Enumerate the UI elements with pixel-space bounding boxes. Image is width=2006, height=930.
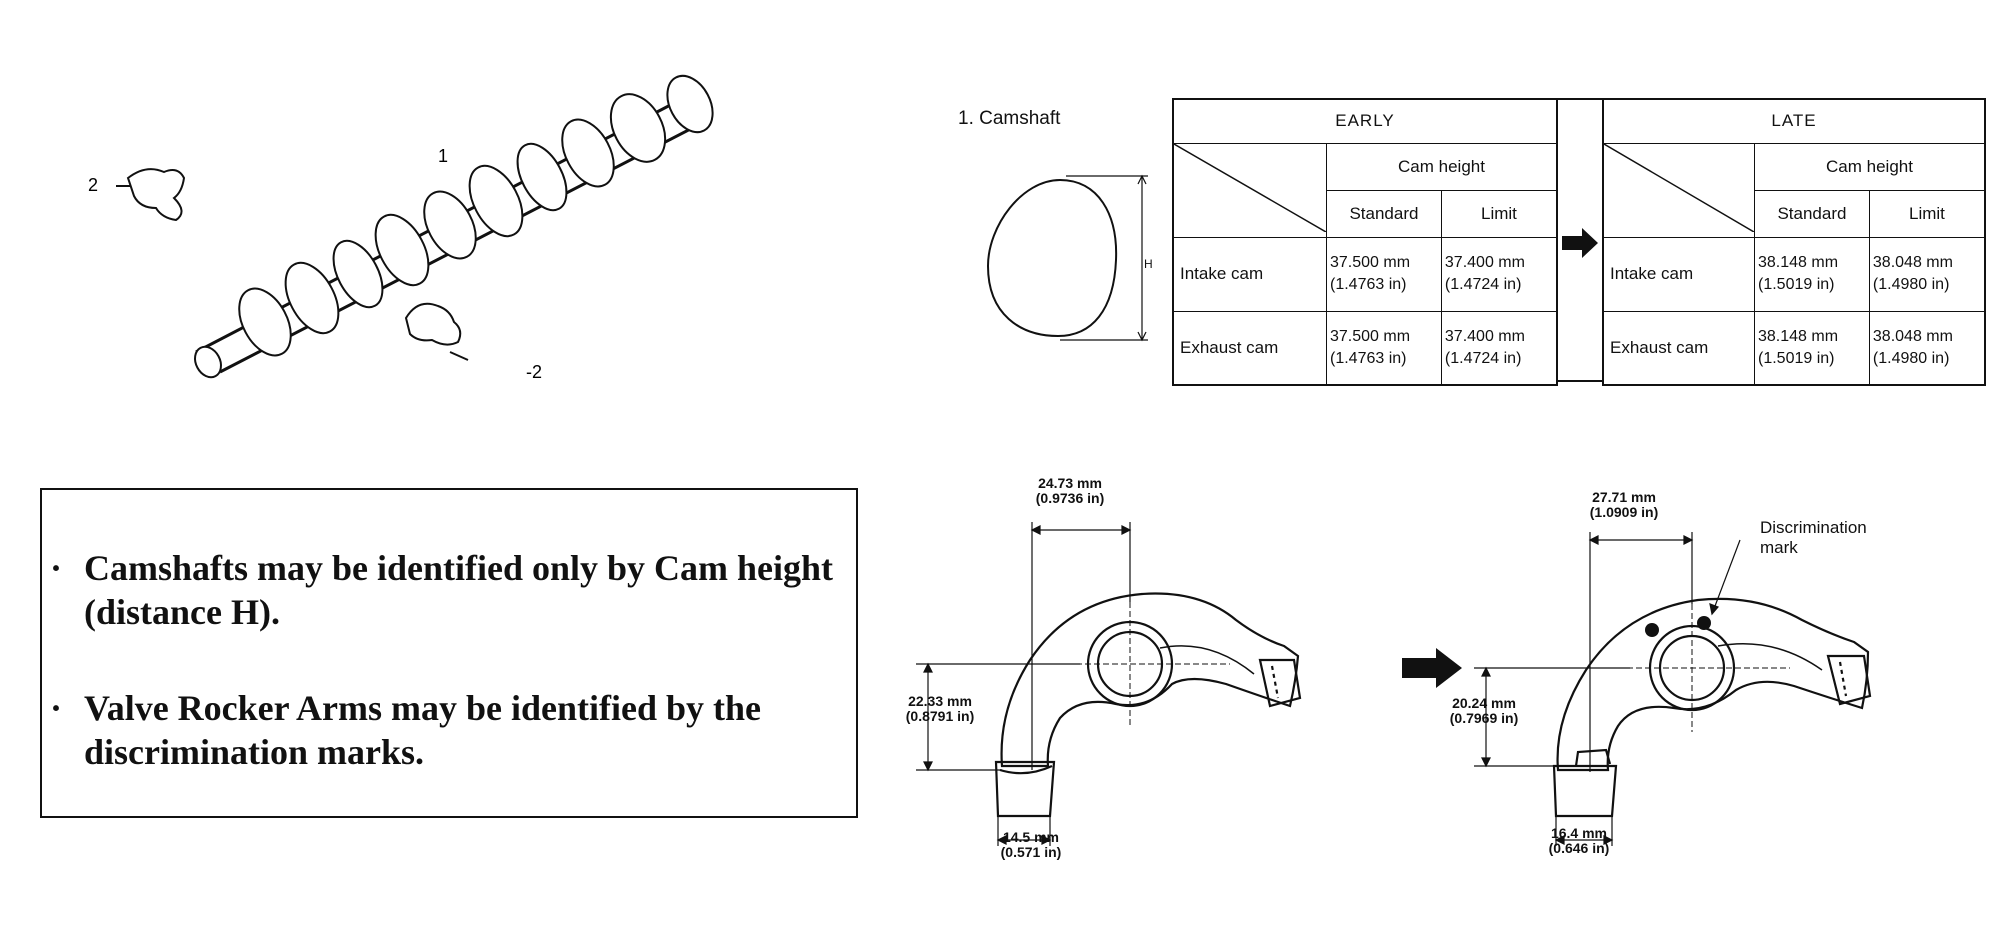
late-spec-table: LATE Cam height Standard Limit Intake ca… — [1602, 98, 1986, 386]
early-rocker-arm-diagram — [916, 522, 1302, 846]
row-name: Exhaust cam — [1172, 310, 1327, 386]
identification-note-box: · Camshafts may be identified only by Ca… — [40, 488, 858, 818]
note-camshaft: · Camshafts may be identified only by Ca… — [50, 548, 834, 632]
limit-value: 37.400 mm(1.4724 in) — [1440, 236, 1558, 312]
callout-1: 1 — [438, 146, 448, 166]
early-heading: EARLY — [1172, 98, 1558, 144]
right-arrow-icon — [1402, 648, 1462, 688]
limit-value: 38.048 mm(1.4980 in) — [1868, 236, 1986, 312]
late-top-dimension: 27.71 mm(1.0909 in) — [1589, 489, 1659, 520]
late-bottom-dimension: 16.4 mm(0.646 in) — [1548, 825, 1610, 856]
row-name: Intake cam — [1172, 236, 1327, 312]
limit-value: 38.048 mm(1.4980 in) — [1868, 310, 1986, 386]
early-standard-header: Standard — [1326, 189, 1442, 238]
table-row: Exhaust cam 38.148 mm(1.5019 in) 38.048 … — [1602, 310, 1986, 386]
standard-value: 38.148 mm(1.5019 in) — [1754, 310, 1870, 386]
standard-value: 37.500 mm(1.4763 in) — [1326, 310, 1442, 386]
standard-value: 38.148 mm(1.5019 in) — [1754, 236, 1870, 312]
early-side-dimension: 22.33 mm(0.8791 in) — [905, 693, 975, 724]
camshaft-illustration: 2 1 -2 — [88, 74, 714, 382]
row-name: Exhaust cam — [1602, 310, 1755, 386]
bullet: · — [50, 688, 63, 728]
early-top-dimension: 24.73 mm(0.9736 in) — [1035, 475, 1105, 506]
transition-column — [1556, 98, 1604, 382]
early-cam-height-header: Cam height — [1326, 142, 1558, 191]
late-rocker-arm-diagram — [1474, 532, 1872, 846]
limit-value: 37.400 mm(1.4724 in) — [1440, 310, 1558, 386]
late-diagonal-cell — [1602, 142, 1755, 238]
note-rocker-arm: · Valve Rocker Arms may be identified by… — [50, 688, 761, 772]
late-heading: LATE — [1602, 98, 1986, 144]
late-limit-header: Limit — [1868, 189, 1986, 238]
table-row: Intake cam 37.500 mm(1.4763 in) 37.400 m… — [1172, 236, 1558, 312]
late-standard-header: Standard — [1754, 189, 1870, 238]
late-side-dimension: 20.24 mm(0.7969 in) — [1449, 695, 1519, 726]
callout-2-bottom: -2 — [526, 362, 542, 382]
early-spec-table: EARLY Cam height Standard Limit Intake c… — [1172, 98, 1558, 386]
late-cam-height-header: Cam height — [1754, 142, 1986, 191]
camshaft-section-title: 1. Camshaft — [958, 108, 1061, 129]
table-row: Exhaust cam 37.500 mm(1.4763 in) 37.400 … — [1172, 310, 1558, 386]
bullet: · — [50, 548, 63, 588]
right-arrow-icon — [1562, 228, 1598, 258]
cam-profile-drawing: H — [986, 174, 1153, 342]
early-limit-header: Limit — [1440, 189, 1558, 238]
cam-height-label: H — [1144, 257, 1153, 271]
early-diagonal-cell — [1172, 142, 1327, 238]
row-name: Intake cam — [1602, 236, 1755, 312]
early-bottom-dimension: 14.5 mm(0.571 in) — [1000, 829, 1062, 860]
callout-2-top: 2 — [88, 175, 98, 195]
table-row: Intake cam 38.148 mm(1.5019 in) 38.048 m… — [1602, 236, 1986, 312]
standard-value: 37.500 mm(1.4763 in) — [1326, 236, 1442, 312]
discrimination-mark-label: Discrimination mark — [1760, 518, 1867, 557]
